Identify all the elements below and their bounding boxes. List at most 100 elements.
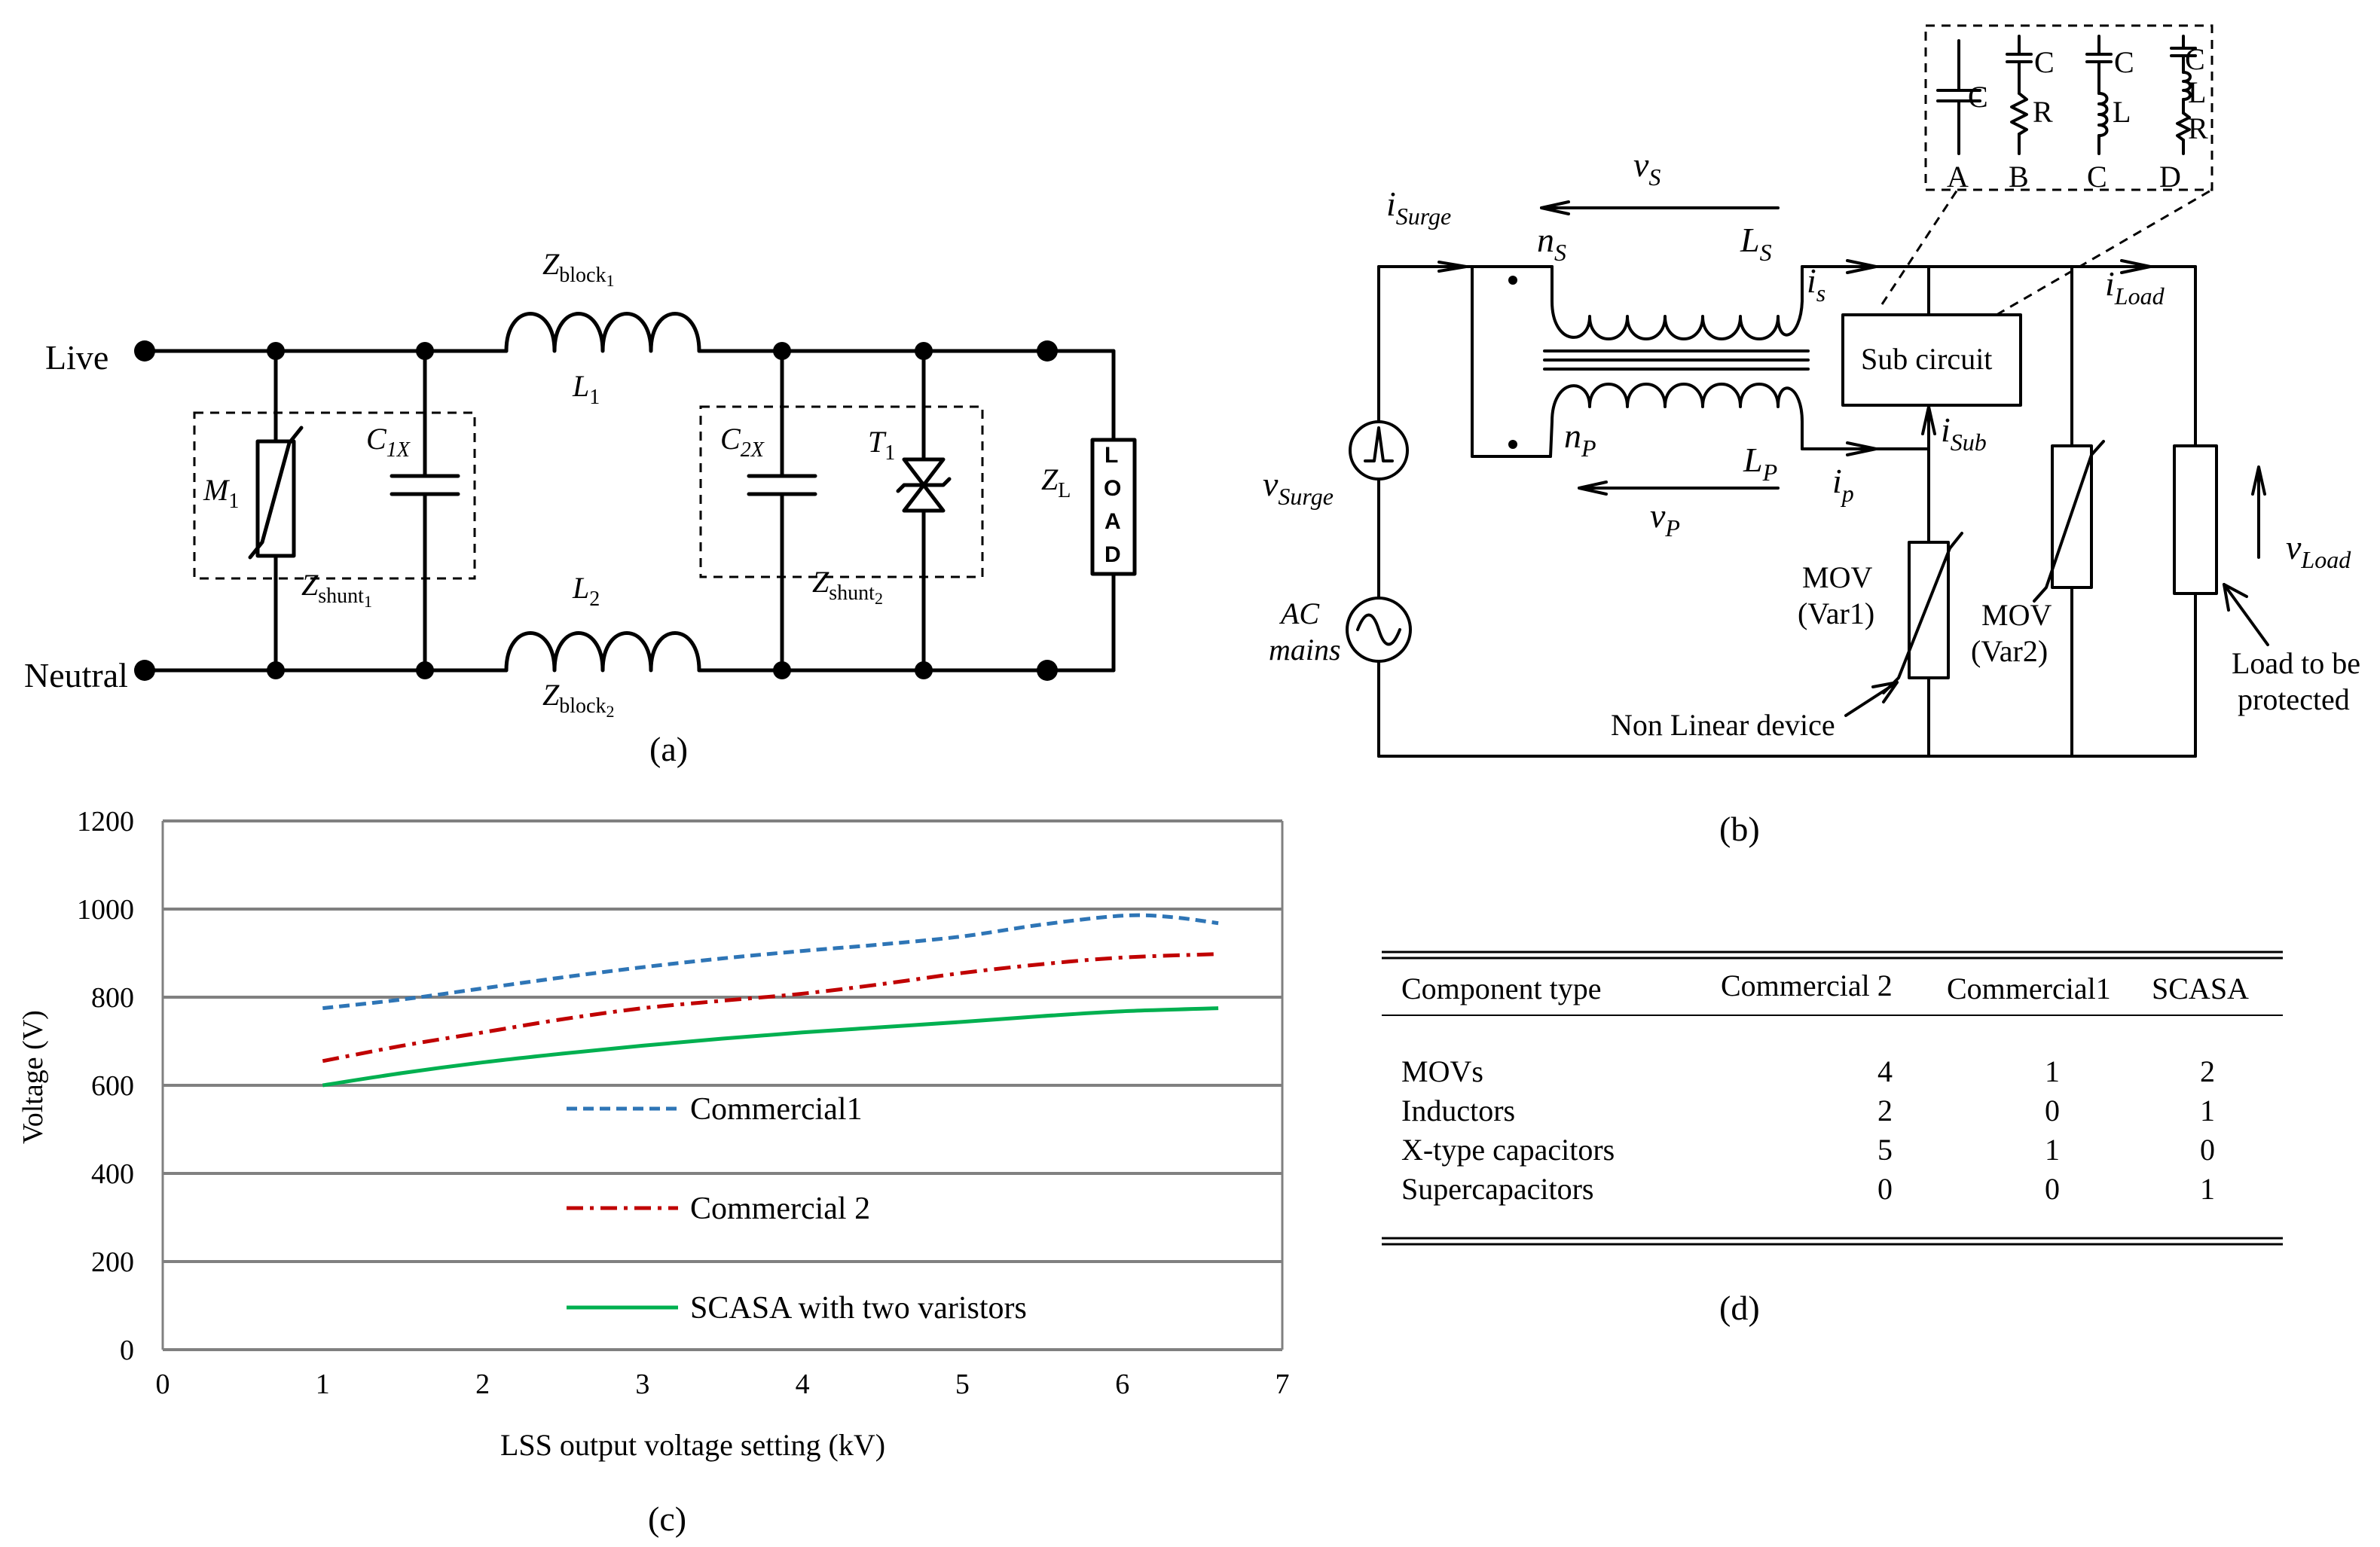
zblock1-label: Zblock1 [542,247,614,290]
table-cell-0-0: MOVs [1401,1054,1483,1088]
load-letter-a: A [1104,509,1121,534]
table-cell-3-2: 0 [2045,1172,2060,1206]
table-cell-0-2: 1 [2045,1054,2060,1088]
inset-option-b: B [2009,160,2029,194]
neutral-label: Neutral [24,656,128,694]
chart-series-line-1 [322,952,1219,1063]
i-sub-label: iSub [1941,410,1987,456]
chart-y-tick-0: 0 [120,1335,134,1366]
chart-series-line-0 [322,913,1219,1011]
n-p-label: nP [1564,416,1596,462]
panel-a-caption: (a) [649,730,688,768]
i-p-label: ip [1832,462,1854,507]
neutral-terminal [134,660,155,681]
i-p-arrow [1846,441,1877,456]
load-resistor [2173,444,2218,595]
i-surge-label: iSurge [1386,185,1451,230]
chart-legend-label-1: Commercial 2 [690,1192,870,1226]
chart-x-tick-2: 2 [475,1368,490,1400]
inset-d-c: C [2185,42,2205,76]
chart-x-tick-4: 4 [796,1368,810,1400]
table-cell-2-2: 1 [2045,1133,2060,1167]
table-cell-1-3: 1 [2200,1094,2215,1127]
tvs-diode-t1 [902,457,946,487]
secondary-winding [1551,265,1804,340]
chart-y-tick-1: 200 [91,1246,134,1278]
ac-label: AC [1279,597,1320,630]
table-cell-3-0: Supercapacitors [1401,1172,1593,1206]
table-cell-1-0: Inductors [1401,1094,1515,1127]
l-p-label: LP [1743,441,1777,486]
chart-legend-label-2: SCASA with two varistors [690,1291,1027,1326]
inset-option-c: C [2087,160,2107,194]
i-sub-arrow [1921,405,1936,435]
primary-winding [1549,383,1804,458]
t1-label: T1 [868,425,895,465]
chart-y-tick-2: 400 [91,1158,134,1190]
chart-x-tick-1: 1 [316,1368,330,1400]
n-s-label: nS [1537,221,1566,266]
table-cell-1-2: 0 [2045,1094,2060,1127]
panel-d-table [1382,950,2283,1246]
panel-d-caption: (d) [1719,1289,1760,1327]
zshunt1-box [193,411,476,580]
i-load-label: iLoad [2105,264,2165,310]
load-letter-l: L [1104,443,1118,468]
zl-label: ZL [1041,462,1071,502]
chart-series-group [322,913,1219,1088]
mov-var1 [1908,541,1950,679]
panel-b-caption: (b) [1719,810,1760,848]
v-load-label: vLoad [2286,528,2351,573]
inset-b-r: R [2033,95,2053,129]
load-protect-label-1: Load to be [2232,646,2360,680]
chart-x-axis-label: LSS output voltage setting (kV) [500,1428,885,1462]
v-p-arrow [1578,481,1608,496]
v-surge-label: vSurge [1263,465,1334,510]
sub-circuit-box [1841,313,2022,407]
nonlinear-label: Non Linear device [1611,708,1835,742]
i-s-label: is [1807,261,1825,307]
table-header-commercial1: Commercial1 [1947,972,2111,1005]
panel-a-circuit [134,312,1137,681]
l2-label: L2 [572,571,600,611]
c1x-label: C1X [366,422,411,462]
i-load-arrow [2120,259,2152,274]
live-label: Live [45,338,108,377]
i-s-arrow [1846,259,1877,274]
table-cell-2-1: 5 [1877,1133,1893,1167]
table-cell-2-0: X-type capacitors [1401,1133,1615,1167]
v-s-label: vS [1633,145,1661,191]
panel-b-circuit [1346,24,2269,758]
load-letter-o: O [1104,476,1121,501]
panel-c-caption: (c) [648,1500,686,1538]
l1-label: L1 [572,369,600,409]
chart-y-tick-6: 1200 [77,806,134,838]
load-protect-label-2: protected [2238,682,2350,716]
chart-y-axis-label: Voltage (V) [17,1010,49,1144]
chart-y-tick-3: 600 [91,1070,134,1102]
chart-series-line-2 [322,1006,1219,1088]
sub-circuit-label: Sub circuit [1861,342,1992,376]
inset-c-c: C [2114,45,2134,79]
table-cell-3-3: 1 [2200,1172,2215,1206]
chart-legend-label-0: Commercial1 [690,1092,863,1127]
chart-x-tick-0: 0 [156,1368,170,1400]
m1-label: M1 [203,473,239,513]
chart-grid [161,819,1284,1351]
zblock2-label: Zblock2 [542,678,614,721]
v-load-arrow [2251,465,2266,496]
table-header-commercial2: Commercial 2 [1721,969,1893,1002]
mov2-label: MOV [1981,598,2052,632]
table-cell-0-3: 2 [2200,1054,2215,1088]
table-cell-1-1: 2 [1877,1094,1893,1127]
v-p-label: vP [1650,496,1680,542]
subcircuit-options-box [1924,24,2213,191]
table-header-scasa: SCASA [2152,972,2249,1005]
l-s-label: LS [1740,221,1772,266]
zshunt2-label: Zshunt2 [812,565,883,608]
inset-b-c: C [2034,45,2055,79]
inset-d-l: L [2188,75,2206,109]
